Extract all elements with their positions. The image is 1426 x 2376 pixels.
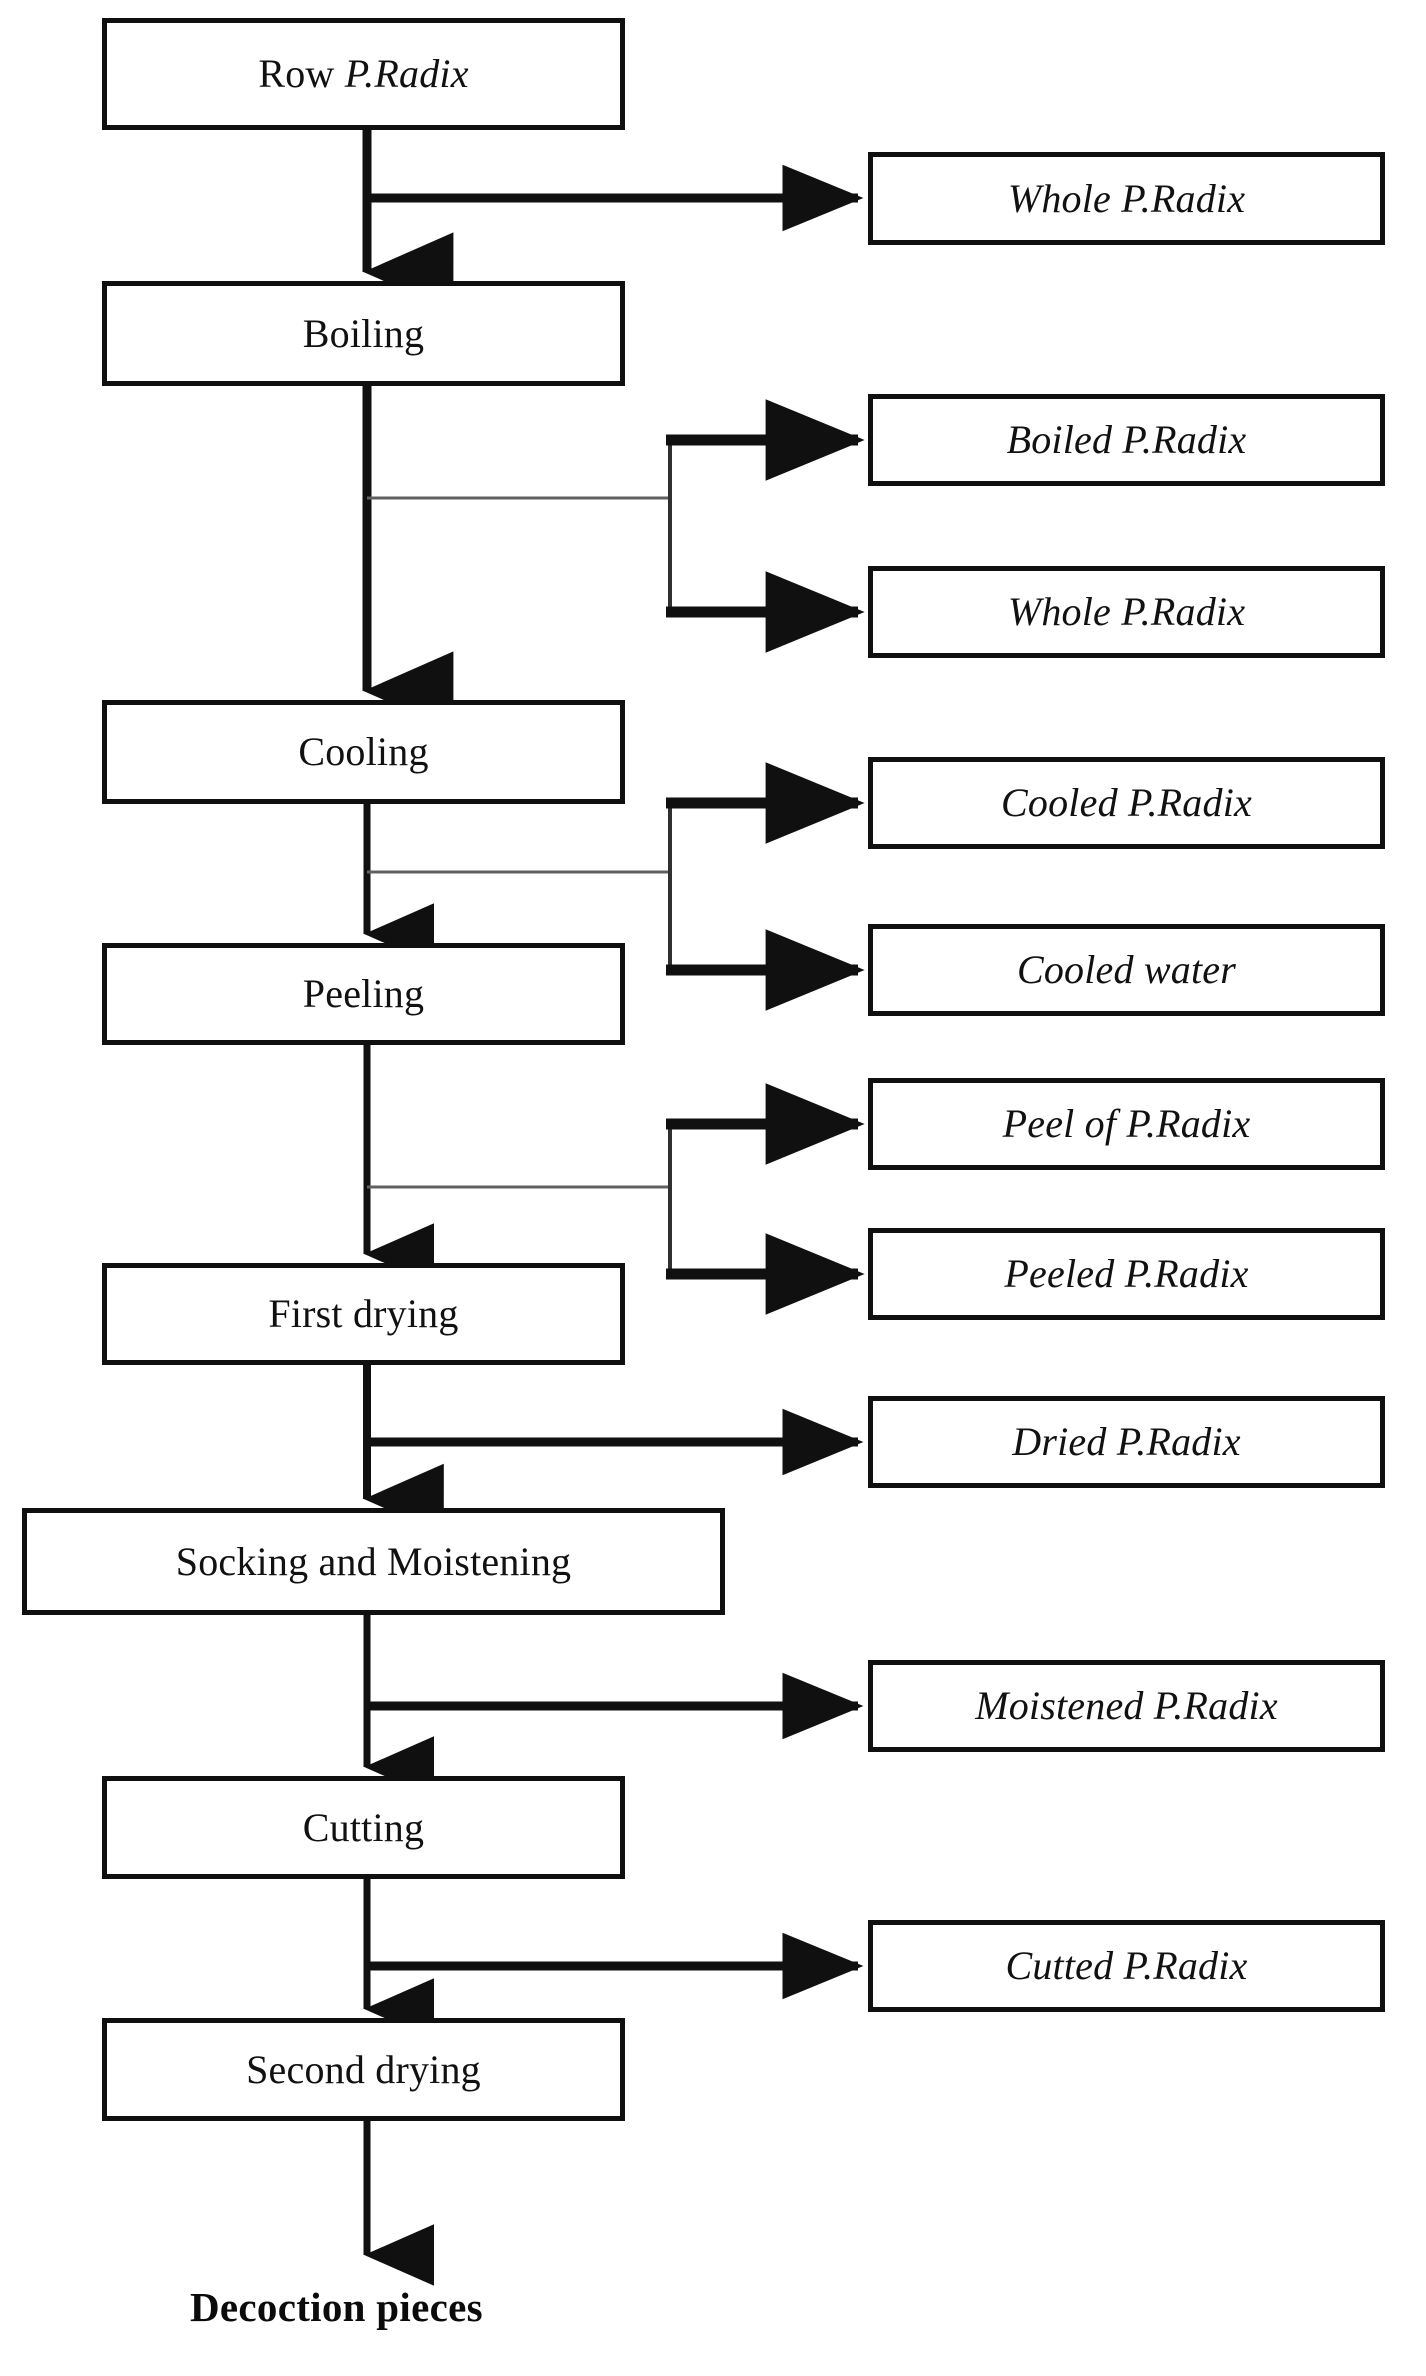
node-label-peeling: Peeling (302, 971, 425, 1016)
node-label-cooled-water: Cooled water (1016, 947, 1237, 992)
node-dried-p-radix[interactable]: Dried P.Radix (868, 1396, 1385, 1488)
node-whole-p-radix-2[interactable]: Whole P.Radix (868, 566, 1385, 658)
node-label-decoction-pieces: Decoction pieces (190, 2284, 483, 2330)
node-cooled-p-radix[interactable]: Cooled P.Radix (868, 757, 1385, 849)
node-boiled-p-radix[interactable]: Boiled P.Radix (868, 394, 1385, 486)
node-raw-p-radix[interactable]: Row P.Radix (102, 18, 625, 130)
node-peeling[interactable]: Peeling (102, 943, 625, 1045)
node-moistened-p-radix[interactable]: Moistened P.Radix (868, 1660, 1385, 1752)
node-label-cooling: Cooling (298, 729, 429, 774)
node-label-socking-and-moistening: Socking and Moistening (175, 1538, 572, 1584)
node-label-raw: Row P.Radix (258, 51, 469, 96)
node-label-peel-of-p-radix: Peel of P.Radix (1002, 1101, 1251, 1146)
node-label-cooled-p-radix: Cooled P.Radix (1001, 780, 1252, 825)
node-first-drying[interactable]: First drying (102, 1263, 625, 1365)
node-cutted-p-radix[interactable]: Cutted P.Radix (868, 1920, 1385, 2012)
node-socking-and-moistening[interactable]: Socking and Moistening (22, 1508, 725, 1615)
node-second-drying[interactable]: Second drying (102, 2018, 625, 2121)
node-label-whole-p-radix-2: Whole P.Radix (1007, 589, 1246, 634)
node-label-dried-p-radix: Dried P.Radix (1012, 1419, 1241, 1464)
node-label-cutting: Cutting (302, 1804, 425, 1850)
node-label-cutted-p-radix: Cutted P.Radix (1005, 1943, 1248, 1988)
node-whole-p-radix-1[interactable]: Whole P.Radix (868, 152, 1385, 245)
node-label-peeled-p-radix: Peeled P.Radix (1004, 1251, 1249, 1296)
node-cutting[interactable]: Cutting (102, 1776, 625, 1879)
node-cooling[interactable]: Cooling (102, 700, 625, 804)
node-label-boiled-p-radix: Boiled P.Radix (1006, 417, 1247, 462)
node-boiling[interactable]: Boiling (102, 281, 625, 386)
node-decoction-pieces: Decoction pieces (190, 2283, 483, 2331)
node-label-whole-p-radix-1: Whole P.Radix (1007, 175, 1246, 221)
node-label-first-drying: First drying (268, 1291, 459, 1336)
node-peel-of-p-radix[interactable]: Peel of P.Radix (868, 1078, 1385, 1170)
node-label-second-drying: Second drying (246, 2046, 481, 2092)
node-cooled-water[interactable]: Cooled water (868, 924, 1385, 1016)
node-peeled-p-radix[interactable]: Peeled P.Radix (868, 1228, 1385, 1320)
node-label-moistened-p-radix: Moistened P.Radix (975, 1683, 1278, 1728)
node-label-boiling: Boiling (302, 310, 425, 356)
